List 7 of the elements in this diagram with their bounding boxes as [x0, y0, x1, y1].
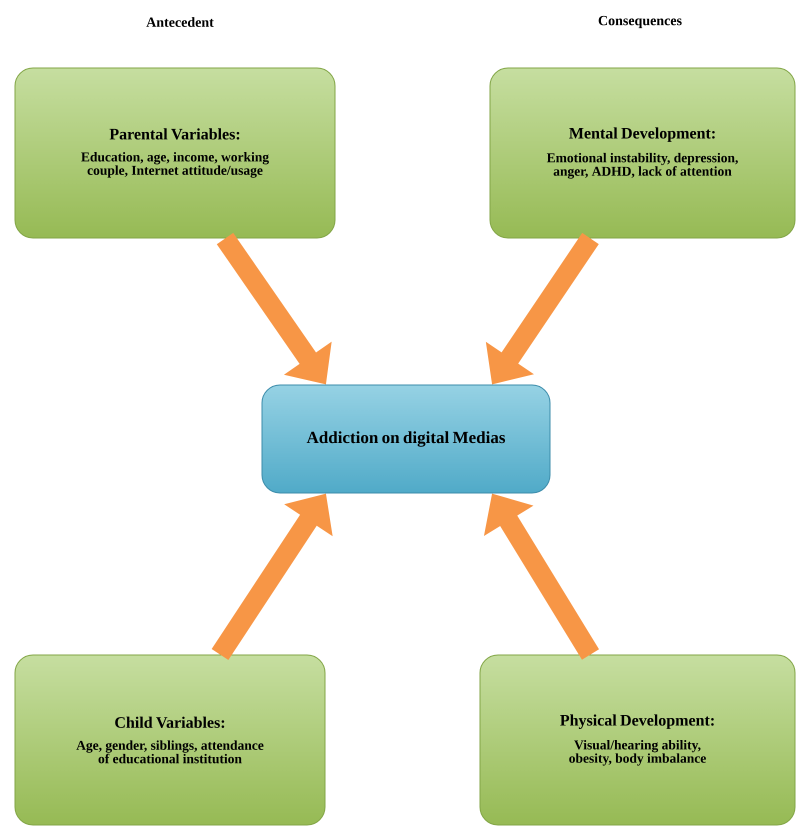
column-heading: Consequences: [598, 16, 682, 28]
column-heading: Antecedent: [146, 17, 214, 27]
rounded-box: Addiction on digital Medias: [262, 384, 550, 494]
rounded-box: Physical Development: Visual/hearing ability, obesity, body imbalance: [480, 654, 796, 826]
rounded-box: Parental Variables: Education, age, income, working couple, Internet attitude/usage: [14, 68, 336, 238]
rounded-box: Mental Development: Emotional instability, depression, anger, ADHD, lack of attention: [490, 68, 796, 238]
rounded-box: Child Variables: Age, gender, siblings, attendance of educational institution: [14, 654, 326, 826]
